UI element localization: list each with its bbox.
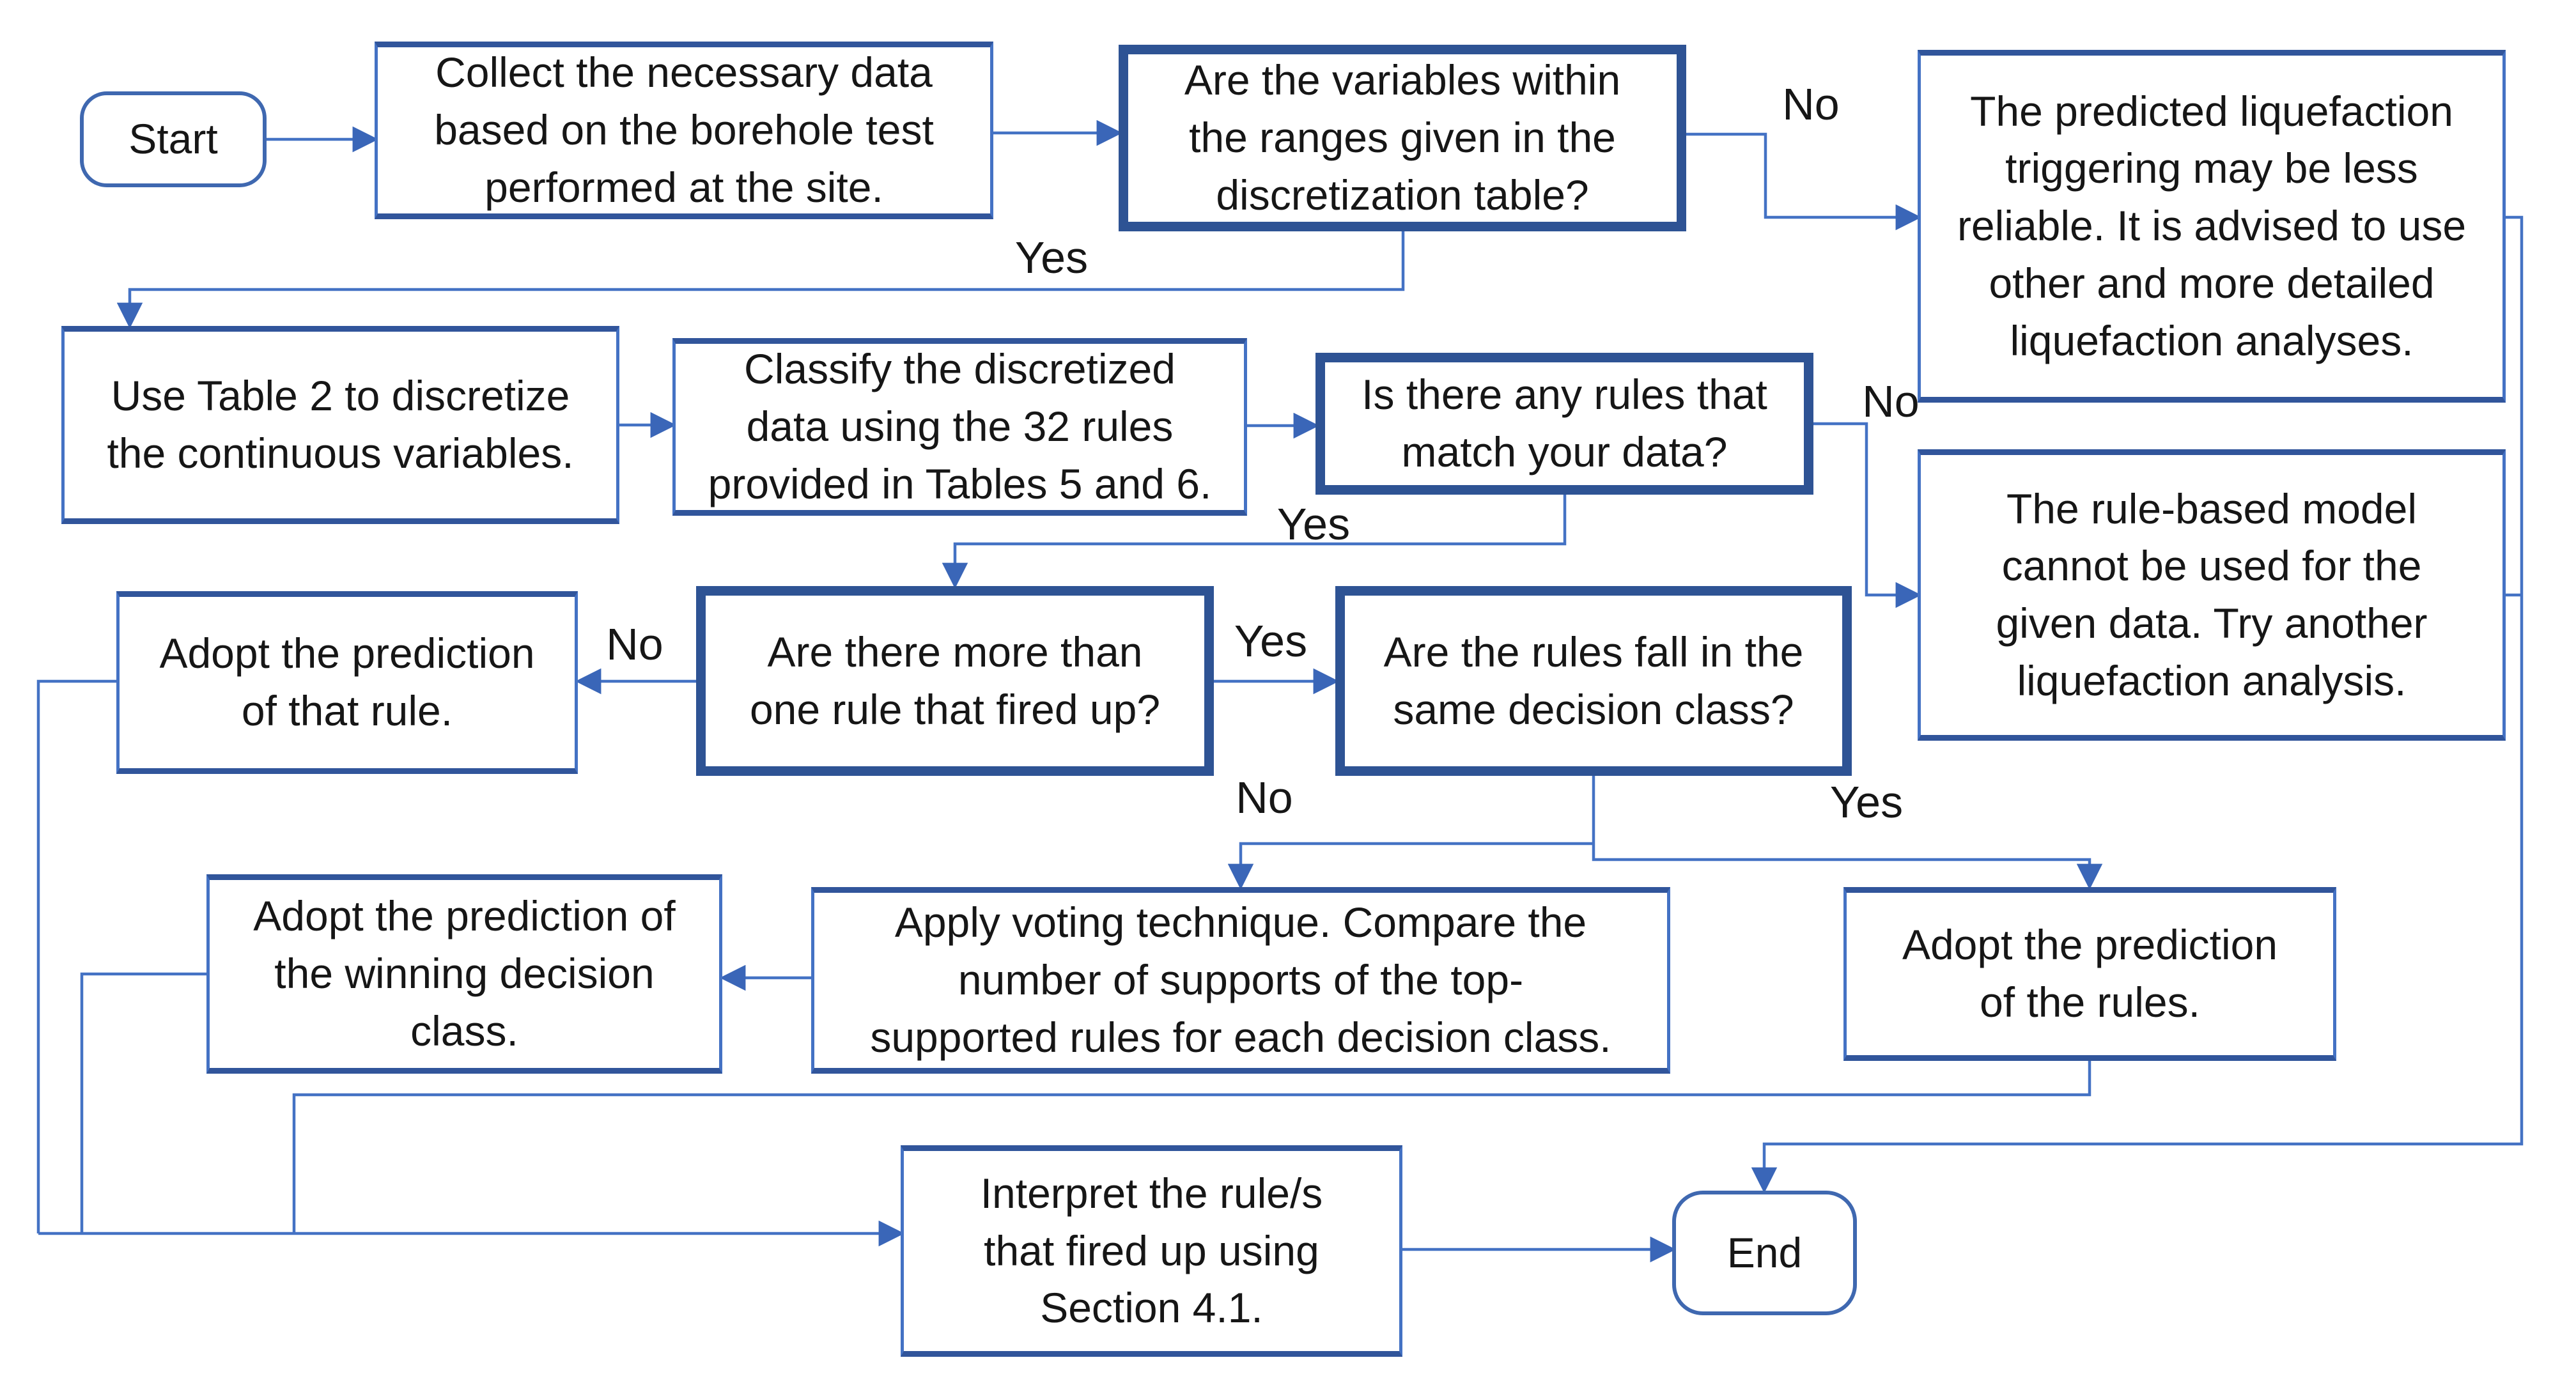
edge-label-same-no: No	[1236, 773, 1293, 823]
start-node: Start	[80, 91, 267, 187]
edge-adopt-that-rule-out	[36, 679, 116, 1233]
edge-label-multiple-no: No	[606, 619, 663, 669]
edge-range-check-no	[1686, 132, 1922, 231]
interpret-rules-process: Interpret the rule/s that fired up using…	[901, 1145, 1402, 1357]
edge-adopt-winning-out	[80, 972, 206, 1233]
edge-same-class-yes	[1592, 776, 2103, 890]
adopt-rules-prediction-process: Adopt the prediction of the rules.	[1843, 887, 2336, 1061]
edge-right-rail-to-end	[1751, 215, 2524, 1194]
adopt-that-rule-process: Adopt the prediction of that rule.	[116, 591, 578, 774]
adopt-winning-class-process: Adopt the prediction of the winning deci…	[206, 874, 722, 1074]
edge-label-multiple-yes: Yes	[1234, 616, 1308, 666]
edge-label-same-yes: Yes	[1829, 777, 1904, 827]
edge-label-range-no: No	[1782, 79, 1840, 129]
model-unusable-note: The rule-based model cannot be used for …	[1918, 449, 2506, 741]
collect-data-process: Collect the necessary data based on the …	[375, 42, 993, 219]
end-node: End	[1672, 1191, 1857, 1315]
edge-range-check-yes	[116, 231, 1405, 329]
edge-label-range-yes: Yes	[1014, 233, 1089, 282]
edge-rule-match-yes	[942, 495, 1567, 589]
discretize-process: Use Table 2 to discretize the continuous…	[61, 326, 619, 524]
edge-label-match-no: No	[1862, 376, 1920, 426]
edge-adopt-rules-out	[292, 1061, 2091, 1233]
less-reliable-note: The predicted liquefaction triggering ma…	[1918, 50, 2506, 403]
multiple-rules-decision: Are there more than one rule that fired …	[696, 586, 1214, 776]
same-class-decision: Are the rules fall in the same decision …	[1335, 586, 1852, 776]
edge-same-class-no	[1227, 842, 1594, 890]
classify-process: Classify the discretized data using the …	[672, 338, 1247, 516]
rule-match-decision: Is there any rules that match your data?	[1315, 353, 1813, 495]
edge-label-match-yes: Yes	[1276, 499, 1351, 549]
edge-rule-match-no	[1813, 422, 1922, 608]
voting-technique-process: Apply voting technique. Compare the numb…	[811, 887, 1670, 1074]
range-check-decision: Are the variables within the ranges give…	[1119, 45, 1686, 231]
